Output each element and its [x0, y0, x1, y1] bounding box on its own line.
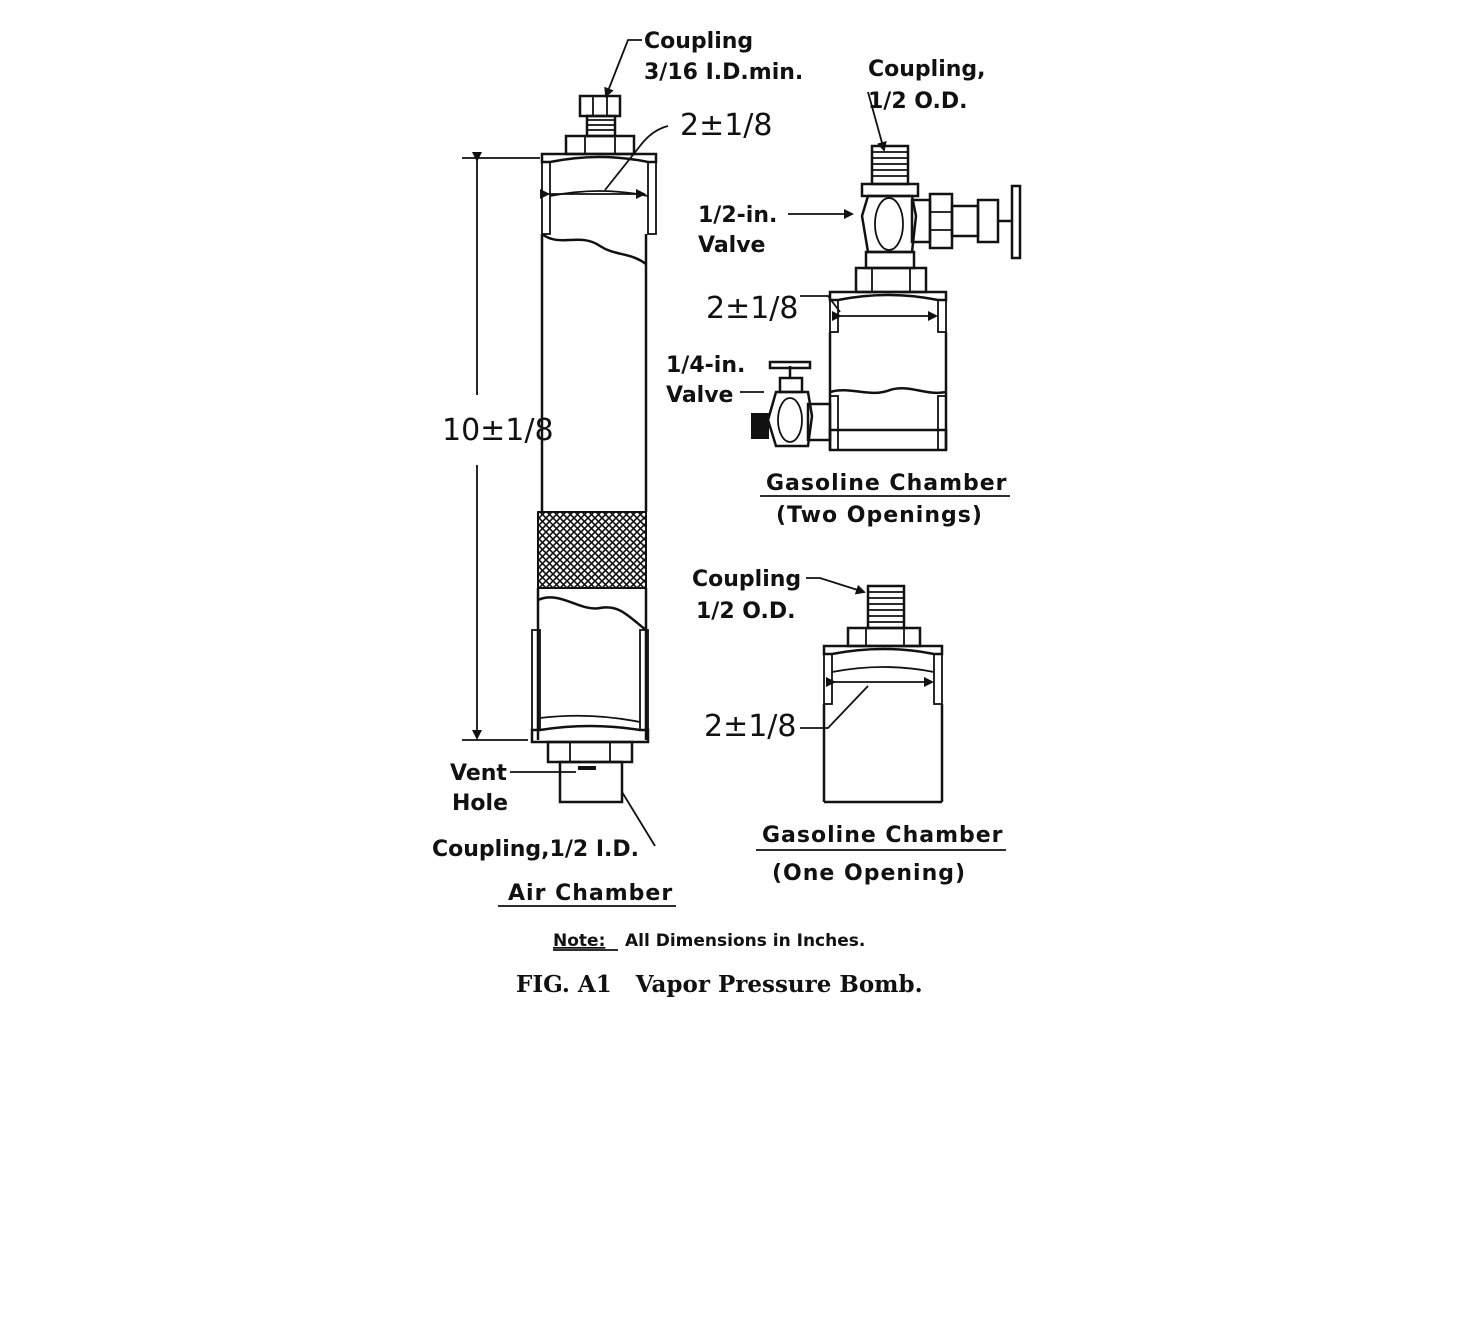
air-bottom-cap	[530, 629, 650, 744]
quarter-inch-valve-label-1: 1/4-in.	[666, 353, 745, 378]
one-coupling-label-1: Coupling	[692, 567, 801, 592]
air-top-coupling-label-1: Coupling	[644, 29, 753, 54]
figure-caption: FIG. A1 Vapor Pressure Bomb.	[516, 971, 923, 998]
half-inch-valve-label-2: Valve	[698, 233, 765, 258]
two-diameter-label: 2±1/8	[706, 291, 799, 326]
gasoline-chamber-two	[740, 91, 1022, 452]
half-inch-valve-label-1: 1/2-in.	[698, 203, 777, 228]
vent-hole-label-2: Hole	[452, 791, 508, 816]
vent-hole-label-1: Vent	[450, 761, 507, 786]
air-chamber	[462, 39, 669, 847]
note-text: All Dimensions in Inches.	[625, 931, 865, 951]
air-top-coupling-label-2: 3/16 I.D.min.	[644, 60, 803, 85]
two-openings-caption-1: Gasoline Chamber	[766, 471, 1008, 496]
two-coupling-label-2: 1/2 O.D.	[868, 89, 968, 114]
quarter-inch-valve-label-2: Valve	[666, 383, 733, 408]
one-opening-caption-1: Gasoline Chamber	[762, 823, 1004, 848]
wire-screen	[537, 511, 647, 589]
note-label: Note:	[553, 931, 605, 951]
air-chamber-caption: Air Chamber	[508, 881, 673, 906]
air-bottom-coupling	[546, 740, 634, 804]
one-opening-caption-2: (One Opening)	[772, 861, 966, 886]
gasoline-chamber-one	[800, 577, 944, 804]
one-coupling-label-2: 1/2 O.D.	[696, 599, 796, 624]
two-coupling-label-1: Coupling,	[868, 57, 986, 82]
air-top-coupling	[564, 94, 636, 156]
air-diameter-label: 2±1/8	[680, 108, 773, 143]
one-diameter-label: 2±1/8	[704, 709, 797, 744]
air-bottom-coupling-label: Coupling,1/2 I.D.	[432, 837, 639, 862]
two-openings-caption-2: (Two Openings)	[776, 503, 983, 528]
air-length-label: 10±1/8	[442, 413, 554, 448]
